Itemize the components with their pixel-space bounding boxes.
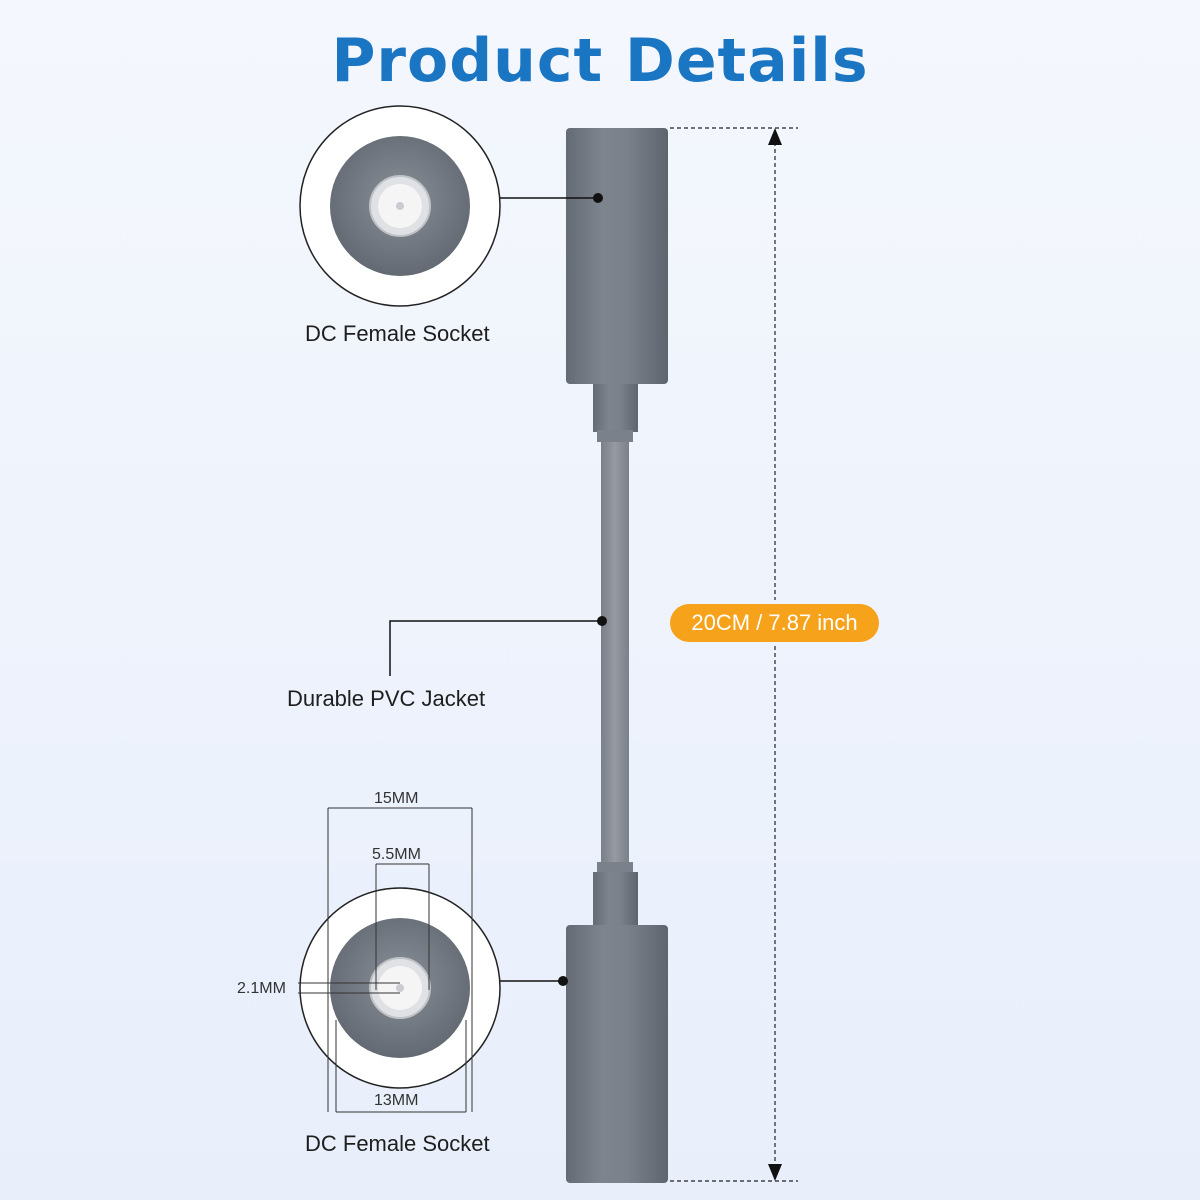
top-socket-detail	[299, 105, 501, 307]
pvc-cable	[601, 440, 629, 880]
bottom-socket-detail	[299, 887, 501, 1089]
dim-outer-bottom: 13MM	[374, 1092, 419, 1109]
dim-outer-top: 15MM	[374, 790, 419, 807]
length-badge: 20CM / 7.87 inch	[670, 604, 879, 642]
jacket-label: Durable PVC Jacket	[287, 686, 486, 711]
dim-pin: 2.1MM	[237, 980, 286, 997]
dimension-lines	[298, 807, 473, 1113]
bottom-connector	[566, 862, 668, 1183]
callout-jacket	[389, 620, 602, 676]
dim-inner: 5.5MM	[372, 846, 421, 863]
page-title: Product Details	[331, 26, 869, 96]
bottom-socket-label: DC Female Socket	[305, 1131, 490, 1156]
length-dimension	[670, 127, 798, 1182]
top-socket-label: DC Female Socket	[305, 321, 490, 346]
arrow-up-icon	[768, 128, 782, 145]
top-connector	[566, 128, 668, 442]
arrow-down-icon	[768, 1164, 782, 1181]
